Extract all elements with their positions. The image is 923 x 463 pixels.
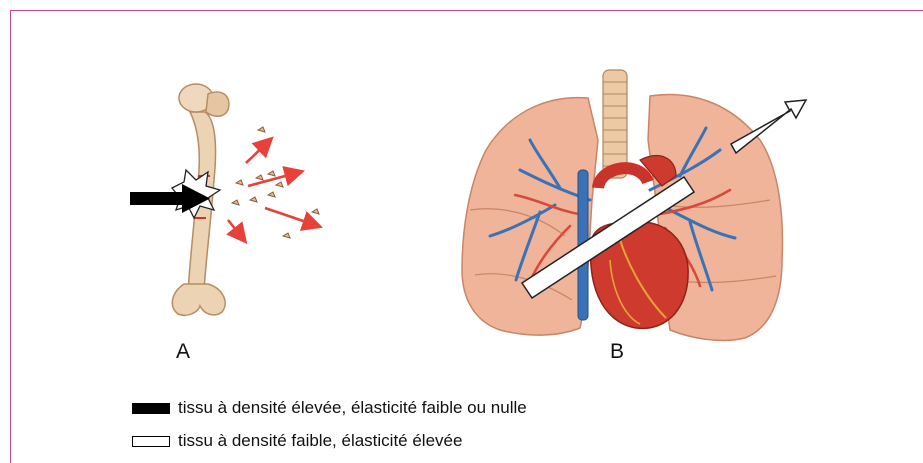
shrapnel-arrows	[228, 140, 318, 240]
panel-a-label: A	[176, 340, 190, 364]
panel-b-label: B	[610, 340, 624, 364]
legend-swatch-dense	[132, 403, 170, 414]
legend-row-dense: tissu à densité élevée, élasticité faibl…	[132, 397, 527, 419]
legend-row-light: tissu à densité faible, élasticité élevé…	[132, 430, 462, 452]
legend-text-dense: tissu à densité élevée, élasticité faibl…	[178, 398, 527, 418]
legend-text-light: tissu à densité faible, élasticité élevé…	[178, 431, 462, 451]
trachea	[603, 70, 627, 178]
legend-swatch-light	[132, 436, 170, 447]
